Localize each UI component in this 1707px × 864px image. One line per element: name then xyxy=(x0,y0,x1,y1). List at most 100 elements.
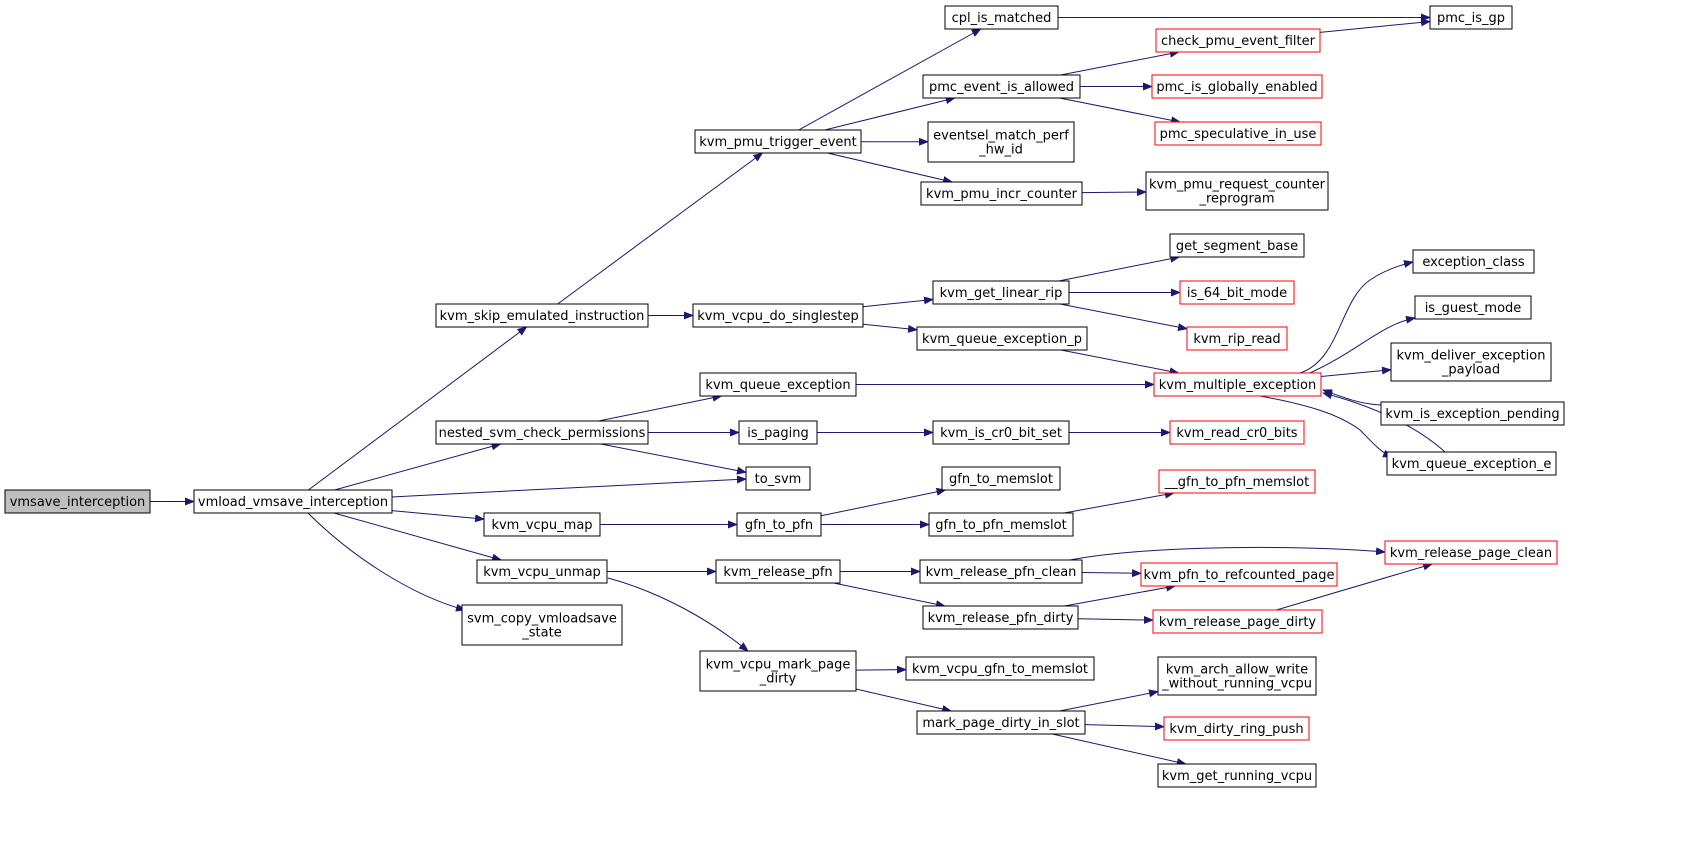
node-is_paging[interactable]: is_paging xyxy=(738,420,818,445)
node-kvm_skip_emulated_instruction[interactable]: kvm_skip_emulated_instruction xyxy=(435,303,649,328)
node-mark_page_dirty_in_slot[interactable]: mark_page_dirty_in_slot xyxy=(916,710,1086,735)
node-vmload_vmsave_interception[interactable]: vmload_vmsave_interception xyxy=(193,489,393,514)
node-label: kvm_release_pfn_clean xyxy=(926,565,1077,580)
node-kvm_release_page_dirty[interactable]: kvm_release_page_dirty xyxy=(1152,609,1323,634)
edge-kvm_skip_emulated_instruction-to-kvm_pmu_trigger_event xyxy=(557,152,764,305)
node-kvm_pmu_request_counter_reprogram[interactable]: kvm_pmu_request_counter_reprogram xyxy=(1145,171,1329,211)
node-kvm_get_linear_rip[interactable]: kvm_get_linear_rip xyxy=(932,280,1070,305)
node-label: pmc_event_is_allowed xyxy=(929,80,1074,95)
node-box xyxy=(694,129,862,154)
node-box xyxy=(4,489,151,514)
node-box xyxy=(1163,716,1310,741)
node-kvm_multiple_exception[interactable]: kvm_multiple_exception xyxy=(1153,372,1322,397)
node-label: kvm_deliver_exception xyxy=(1397,349,1546,364)
node-get_segment_base[interactable]: get_segment_base xyxy=(1169,233,1305,258)
node-box xyxy=(919,559,1083,584)
node-kvm_queue_exception_e[interactable]: kvm_queue_exception_e xyxy=(1386,451,1557,476)
node-label: kvm_vcpu_gfn_to_memslot xyxy=(912,662,1088,677)
node-label: kvm_is_cr0_bit_set xyxy=(940,426,1062,441)
node-box xyxy=(1169,420,1305,445)
node-box xyxy=(1145,171,1329,211)
node-box xyxy=(745,466,811,491)
node-label: kvm_release_page_clean xyxy=(1390,546,1552,561)
node-kvm_vcpu_mark_page_dirty[interactable]: kvm_vcpu_mark_page_dirty xyxy=(699,650,857,692)
node-kvm_pmu_trigger_event[interactable]: kvm_pmu_trigger_event xyxy=(694,129,862,154)
node-box xyxy=(1157,763,1317,788)
node-label: nested_svm_check_permissions xyxy=(439,426,646,441)
node-kvm_release_page_clean[interactable]: kvm_release_page_clean xyxy=(1384,540,1558,565)
node-box xyxy=(1179,280,1295,305)
node-box xyxy=(461,604,623,646)
node-kvm_vcpu_unmap[interactable]: kvm_vcpu_unmap xyxy=(476,559,608,584)
node-kvm_pfn_to_refcounted_page[interactable]: kvm_pfn_to_refcounted_page xyxy=(1140,562,1338,587)
edge-kvm_release_pfn_clean-to-kvm_release_page_clean xyxy=(1069,546,1386,561)
node-label: kvm_dirty_ring_push xyxy=(1169,722,1303,737)
node-nested_svm_check_permissions[interactable]: nested_svm_check_permissions xyxy=(435,420,649,445)
node-box xyxy=(1158,469,1316,494)
node-kvm_is_exception_pending[interactable]: kvm_is_exception_pending xyxy=(1380,401,1565,426)
node-box xyxy=(1157,656,1317,696)
node-label: __gfn_to_pfn_memslot xyxy=(1164,475,1309,490)
node-kvm_is_cr0_bit_set[interactable]: kvm_is_cr0_bit_set xyxy=(932,420,1070,445)
node-kvm_release_pfn_dirty[interactable]: kvm_release_pfn_dirty xyxy=(922,605,1079,630)
node-check_pmu_event_filter[interactable]: check_pmu_event_filter xyxy=(1155,28,1321,53)
node-box xyxy=(922,74,1081,99)
node-kvm_rip_read[interactable]: kvm_rip_read xyxy=(1186,326,1288,351)
node-label: _without_running_vcpu xyxy=(1161,677,1312,692)
edge-kvm_get_linear_rip-to-get_segment_base xyxy=(1058,254,1181,282)
node-cpl_is_matched[interactable]: cpl_is_matched xyxy=(944,5,1059,30)
node-label: kvm_read_cr0_bits xyxy=(1176,426,1297,441)
node-kvm_arch_allow_write_without_running_vcpu[interactable]: kvm_arch_allow_write_without_running_vcp… xyxy=(1157,656,1317,696)
node-__gfn_to_pfn_memslot[interactable]: __gfn_to_pfn_memslot xyxy=(1158,469,1316,494)
node-label: kvm_vcpu_unmap xyxy=(483,565,601,580)
edge-kvm_vcpu_do_singlestep-to-kvm_queue_exception_p xyxy=(862,323,918,333)
edge-vmload_vmsave_interception-to-kvm_vcpu_unmap xyxy=(333,512,503,562)
node-kvm_release_pfn[interactable]: kvm_release_pfn xyxy=(715,559,841,584)
node-kvm_pmu_incr_counter[interactable]: kvm_pmu_incr_counter xyxy=(920,181,1083,206)
node-to_svm[interactable]: to_svm xyxy=(745,466,811,491)
node-vmsave_interception[interactable]: vmsave_interception xyxy=(4,489,151,514)
node-box xyxy=(1151,74,1323,99)
node-gfn_to_pfn[interactable]: gfn_to_pfn xyxy=(736,512,822,537)
node-label: pmc_is_gp xyxy=(1437,11,1505,26)
node-label: kvm_pfn_to_refcounted_page xyxy=(1143,568,1334,583)
node-kvm_deliver_exception_payload[interactable]: kvm_deliver_exception_payload xyxy=(1390,342,1552,382)
node-kvm_dirty_ring_push[interactable]: kvm_dirty_ring_push xyxy=(1163,716,1310,741)
node-kvm_vcpu_do_singlestep[interactable]: kvm_vcpu_do_singlestep xyxy=(692,303,864,328)
node-box xyxy=(941,466,1061,491)
node-kvm_vcpu_map[interactable]: kvm_vcpu_map xyxy=(483,512,601,537)
node-box xyxy=(1386,451,1557,476)
node-label: _dirty xyxy=(759,672,797,687)
node-box xyxy=(1414,295,1532,320)
node-box xyxy=(1186,326,1288,351)
node-kvm_vcpu_gfn_to_memslot[interactable]: kvm_vcpu_gfn_to_memslot xyxy=(905,656,1095,681)
node-pmc_event_is_allowed[interactable]: pmc_event_is_allowed xyxy=(922,74,1081,99)
node-kvm_get_running_vcpu[interactable]: kvm_get_running_vcpu xyxy=(1157,763,1317,788)
node-gfn_to_pfn_memslot[interactable]: gfn_to_pfn_memslot xyxy=(928,512,1074,537)
node-is_64_bit_mode[interactable]: is_64_bit_mode xyxy=(1179,280,1295,305)
node-eventsel_match_perf_hw_id[interactable]: eventsel_match_perf_hw_id xyxy=(927,121,1075,163)
node-svm_copy_vmloadsave_state[interactable]: svm_copy_vmloadsave_state xyxy=(461,604,623,646)
node-is_guest_mode[interactable]: is_guest_mode xyxy=(1414,295,1532,320)
node-label: kvm_skip_emulated_instruction xyxy=(440,309,645,324)
node-exception_class[interactable]: exception_class xyxy=(1412,249,1535,274)
node-pmc_speculative_in_use[interactable]: pmc_speculative_in_use xyxy=(1154,121,1322,146)
edge-gfn_to_pfn_memslot-to-__gfn_to_pfn_memslot xyxy=(1064,490,1175,514)
node-box xyxy=(1154,121,1322,146)
node-label: get_segment_base xyxy=(1176,239,1298,254)
node-box xyxy=(1155,28,1321,53)
node-kvm_queue_exception_p[interactable]: kvm_queue_exception_p xyxy=(916,326,1088,351)
node-label: pmc_is_globally_enabled xyxy=(1156,80,1317,95)
node-label: eventsel_match_perf xyxy=(933,129,1069,144)
node-kvm_queue_exception[interactable]: kvm_queue_exception xyxy=(699,372,857,397)
node-gfn_to_memslot[interactable]: gfn_to_memslot xyxy=(941,466,1061,491)
node-label: is_paging xyxy=(747,426,808,441)
node-label: _hw_id xyxy=(978,143,1023,158)
node-box xyxy=(435,303,649,328)
node-pmc_is_gp[interactable]: pmc_is_gp xyxy=(1429,5,1513,30)
node-box xyxy=(905,656,1095,681)
node-label: kvm_get_linear_rip xyxy=(940,286,1063,301)
node-kvm_release_pfn_clean[interactable]: kvm_release_pfn_clean xyxy=(919,559,1083,584)
node-pmc_is_globally_enabled[interactable]: pmc_is_globally_enabled xyxy=(1151,74,1323,99)
node-kvm_read_cr0_bits[interactable]: kvm_read_cr0_bits xyxy=(1169,420,1305,445)
